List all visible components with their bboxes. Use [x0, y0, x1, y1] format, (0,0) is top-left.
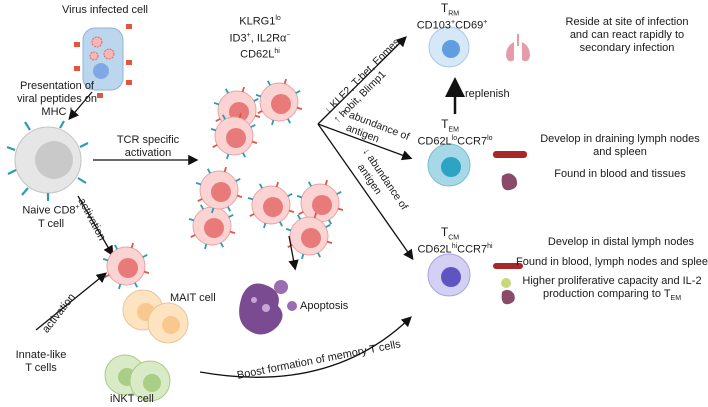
tcm-spleen-icon: [501, 289, 515, 305]
tcm-markers: CD62LhiCCR7hi: [417, 243, 493, 256]
mait-cells: [122, 289, 189, 344]
effector-cell: [296, 179, 344, 227]
naive-label: Naive CD8+ T cell: [22, 204, 80, 230]
tcm-vessel-icon: [493, 263, 523, 269]
effector-cell: [188, 202, 236, 250]
spleen-icon: [501, 173, 518, 191]
virus-infected-cell: [74, 24, 132, 98]
effector-markers: KLRG1lo ID3+, IL2Rα− CD62Lhi: [229, 15, 291, 61]
tem-title: TEM: [441, 117, 459, 134]
trm-cell: [428, 26, 470, 68]
effector-cell: [285, 212, 333, 260]
arrow-to-tem: [317, 123, 413, 161]
virus-cell-label: Virus infected cell: [61, 4, 148, 16]
tcm-description-2: Found in blood, lymph nodes and spleen: [516, 256, 708, 268]
tcm-cell: [427, 253, 471, 297]
tcm-title: TCM: [440, 225, 460, 242]
tem-markers: CD62LloCCR7lo: [417, 135, 493, 148]
apoptosis-arrow: [288, 235, 299, 271]
effector-cell: [247, 181, 295, 229]
activation-arrow: [77, 195, 114, 257]
arrow-to-tcm: [317, 123, 414, 261]
effector-cell: [255, 78, 303, 126]
tem-cell: [427, 143, 471, 187]
innate-activation-arrow: [35, 272, 108, 331]
apoptosis-bodies: [239, 280, 297, 335]
mait-label: MAIT cell: [170, 292, 216, 304]
lymph-vessel-icon: [493, 151, 527, 158]
inkt-cells: [104, 354, 171, 402]
tem-description-2: Found in blood and tissues: [554, 168, 686, 180]
trm-markers: CD103+CD69+: [416, 19, 488, 32]
naive-t-cell: [6, 120, 89, 201]
replenish-label: replenish: [465, 88, 510, 100]
tcm-description-1: Develop in distal lymph nodes: [547, 236, 695, 248]
effector-cell: [210, 112, 258, 160]
boost-arrow: [199, 316, 412, 378]
lung-icon: [506, 34, 530, 62]
lymph-node-icon: [501, 278, 511, 288]
trm-title: TRM: [440, 1, 460, 18]
apoptosis-label: Apoptosis: [300, 300, 349, 312]
effector-cell: [195, 166, 243, 214]
arrow-to-presentation: [68, 91, 93, 120]
inkt-label: iNKT cell: [110, 393, 154, 405]
arrow-to-trm: [317, 36, 407, 125]
effector-cell-cluster: [102, 78, 344, 290]
